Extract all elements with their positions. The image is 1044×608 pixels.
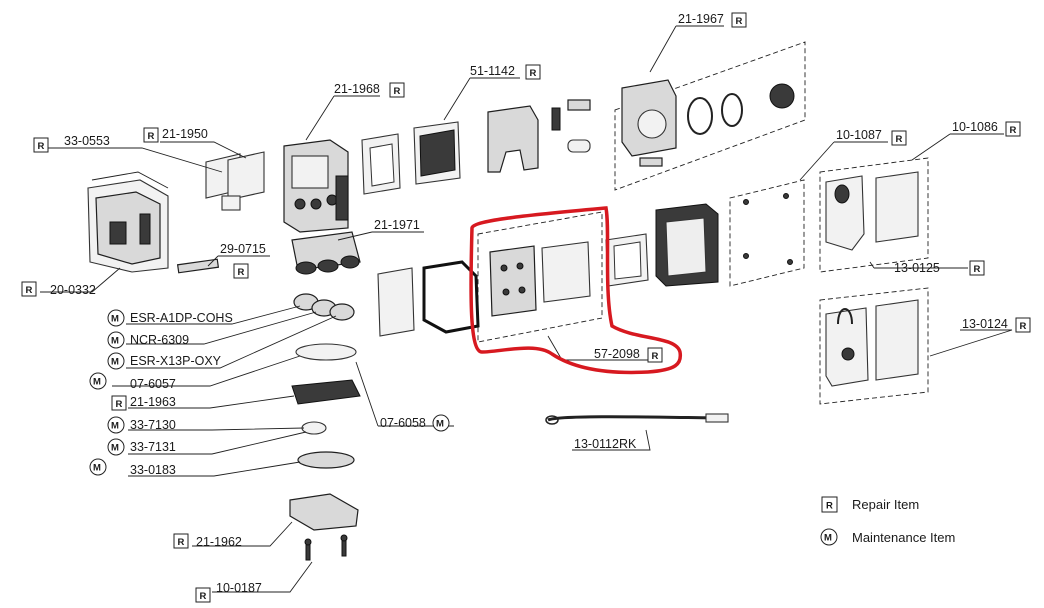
svg-text:R: R [826, 501, 833, 512]
svg-text:M: M [111, 421, 119, 432]
sensor-stack-21-1971 [176, 231, 361, 275]
label-13-0125: 13-0125 [894, 261, 940, 275]
battery-door-21-1962 [289, 493, 359, 561]
assembly-box-10-1086 [819, 157, 929, 273]
label-29-0715: 29-0715 [220, 242, 266, 256]
svg-text:R: R [530, 68, 537, 79]
label-21-1967: 21-1967 [678, 12, 724, 26]
label-33-7131: 33-7131 [130, 440, 176, 454]
svg-text:R: R [1020, 321, 1027, 332]
sensor-board-57-2098 [489, 241, 591, 317]
label-10-1086: 10-1086 [952, 120, 998, 134]
svg-text:M: M [824, 533, 832, 544]
label-21-1963: 21-1963 [130, 395, 176, 409]
main-pcb [487, 99, 591, 173]
belt-clip-10-1086 [825, 171, 919, 251]
window-frame [361, 133, 401, 195]
seals-stack [291, 343, 361, 469]
label-10-1087: 10-1087 [836, 128, 882, 142]
legend-repair-symbol [821, 496, 838, 513]
svg-text:R: R [38, 141, 45, 152]
screen-films-21-1950 [205, 151, 265, 211]
svg-text:R: R [652, 351, 659, 362]
svg-text:R: R [974, 264, 981, 275]
lcd-51-1142 [413, 121, 461, 185]
front-bezel-21-1968 [283, 139, 349, 233]
label-33-0553: 33-0553 [64, 134, 110, 148]
svg-text:R: R [1010, 125, 1017, 136]
svg-text:M: M [111, 314, 119, 325]
svg-text:R: R [394, 86, 401, 97]
assembly-box-10-1087 [729, 179, 805, 287]
highlight-outline [469, 206, 683, 375]
label-esr-a1dp-cohs: ESR-A1DP-COHS [130, 311, 233, 325]
assembly-box-21-1967 [614, 41, 806, 191]
svg-text:M: M [111, 443, 119, 454]
label-21-1962: 21-1962 [196, 535, 242, 549]
svg-text:R: R [26, 285, 33, 296]
rear-assembly-21-1967 [621, 79, 795, 167]
label-57-2098: 57-2098 [594, 347, 640, 361]
legend: R Repair Item M Maintenance Item [820, 496, 955, 546]
svg-text:M: M [111, 357, 119, 368]
svg-text:R: R [178, 537, 185, 548]
label-10-0187: 10-0187 [216, 581, 262, 595]
svg-text:R: R [148, 131, 155, 142]
label-07-6058: 07-6058 [380, 416, 426, 430]
svg-text:M: M [93, 377, 101, 388]
housing-20-0332 [87, 171, 169, 273]
label-33-7130: 33-7130 [130, 418, 176, 432]
gasket [377, 260, 480, 337]
part-labels: 21-1967 R 51-1142 R 21-1968 R R 33-0553 … [21, 12, 1031, 603]
legend-repair-label: Repair Item [852, 497, 919, 512]
label-51-1142: 51-1142 [470, 64, 515, 78]
label-21-1950: 21-1950 [162, 127, 208, 141]
label-13-0112rk: 13-0112RK [574, 437, 637, 451]
label-21-1968: 21-1968 [334, 82, 380, 96]
svg-text:M: M [436, 419, 444, 430]
lanyard-13-0112RK [545, 413, 729, 425]
label-esr-x13p-oxy: ESR-X13P-OXY [130, 354, 222, 368]
svg-text:M: M [93, 463, 101, 474]
legend-maintenance-symbol [820, 528, 838, 546]
legend-maintenance-label: Maintenance Item [852, 530, 955, 545]
label-33-0183: 33-0183 [130, 463, 176, 477]
assembly-box-13-0124 [819, 287, 929, 405]
back-cover-10-1087 [605, 193, 793, 287]
label-07-6057: 07-6057 [130, 377, 176, 391]
label-ncr-6309: NCR-6309 [130, 333, 189, 347]
label-21-1971: 21-1971 [374, 218, 420, 232]
svg-text:R: R [896, 134, 903, 145]
label-20-0332: 20-0332 [50, 283, 96, 297]
svg-text:R: R [238, 267, 245, 278]
svg-text:M: M [111, 336, 119, 347]
svg-text:R: R [116, 399, 123, 410]
svg-text:R: R [200, 591, 207, 602]
leader-lines [40, 25, 1013, 593]
label-13-0124: 13-0124 [962, 317, 1008, 331]
bracket-13-0124 [825, 299, 919, 387]
svg-text:R: R [736, 16, 743, 27]
